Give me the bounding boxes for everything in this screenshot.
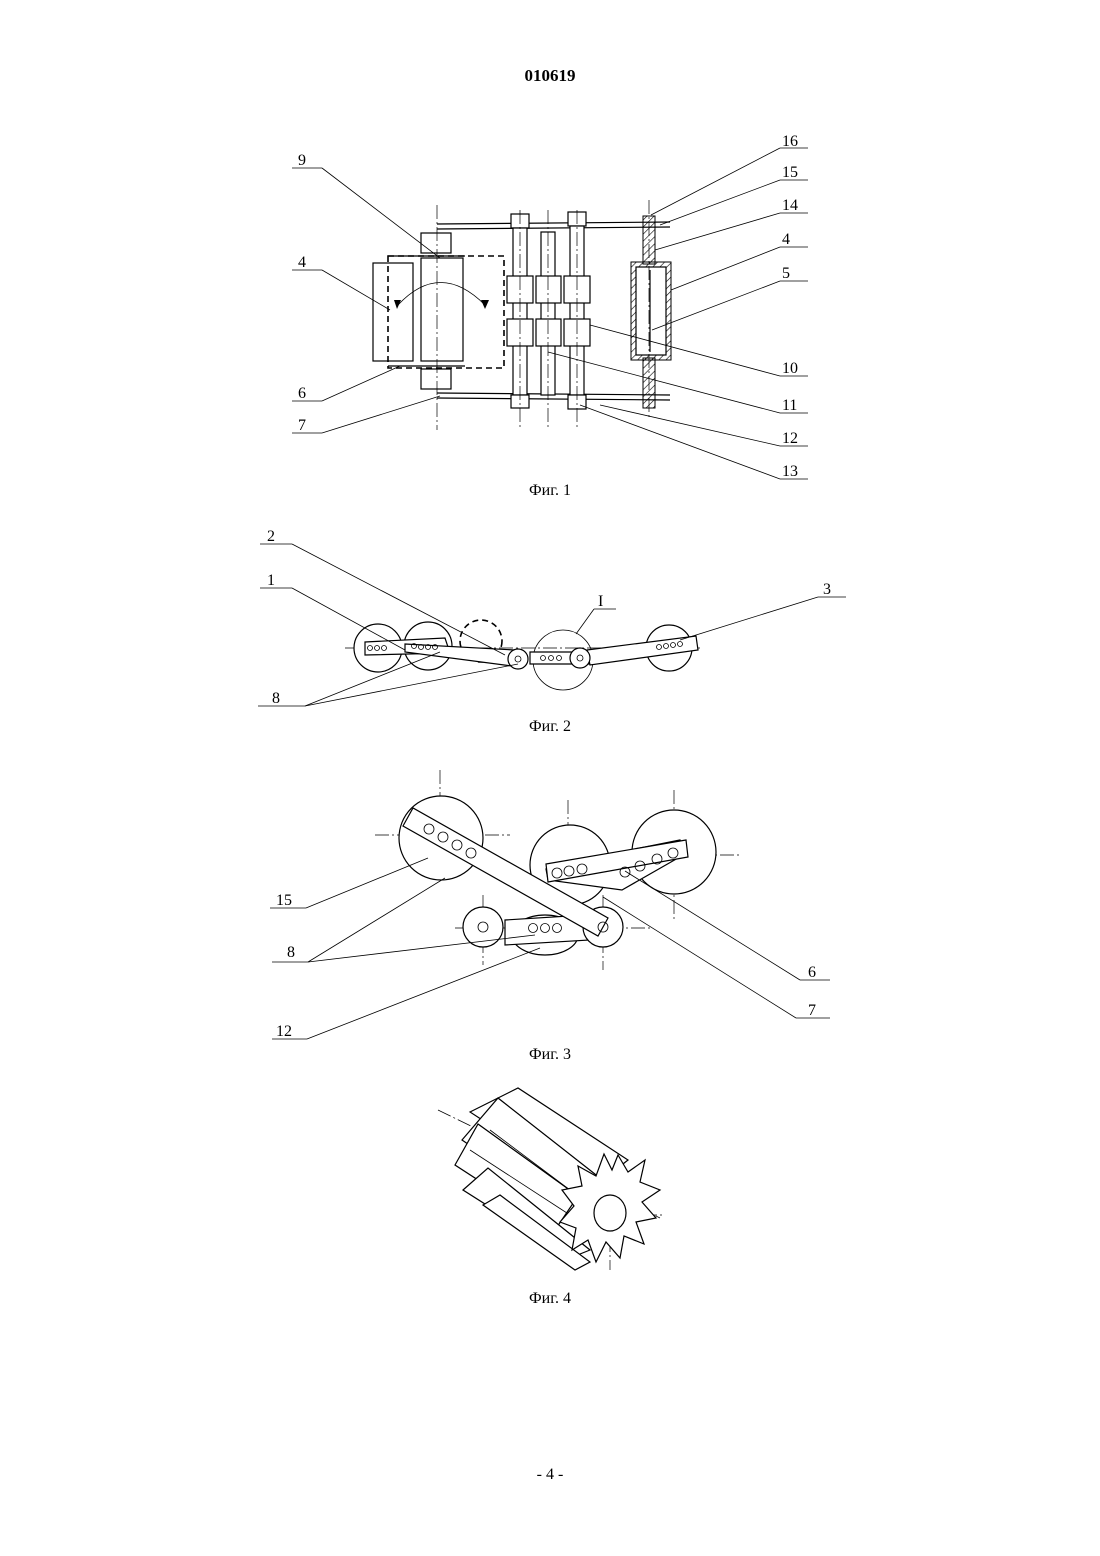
- figure-4-caption: Фиг. 4: [0, 1290, 1100, 1308]
- page-number: - 4 -: [0, 1466, 1100, 1484]
- figure-4-drawing: [0, 0, 1100, 1300]
